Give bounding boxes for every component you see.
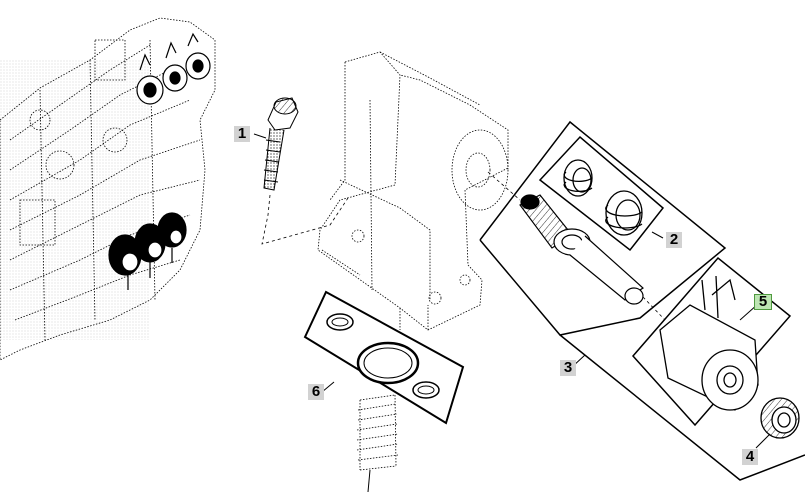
lower-spring [356,394,399,471]
gasket-plate [303,290,465,425]
cartridge-leader-line [487,171,521,201]
screw-leader-line [261,194,349,245]
spring-leader-line [367,469,371,492]
callout-4-label: 4 [745,448,755,465]
upper-solenoid-connectors [136,32,211,105]
cartridge-spool [519,194,644,305]
callout-2[interactable]: 2 [666,232,682,248]
callout-3[interactable]: 3 [560,360,576,376]
lower-solenoid-connectors [108,212,187,290]
cartridge-assembly-bracket [479,120,727,336]
callout-6-label: 6 [311,383,321,400]
callout-2-label: 2 [669,231,679,248]
valve-body-housing [317,51,509,331]
callout-1-label: 1 [237,125,247,142]
callout-3-label: 3 [563,359,573,376]
seal-rings [563,159,643,236]
callout-4[interactable]: 4 [742,449,758,465]
callout-1[interactable]: 1 [234,126,250,142]
coil-leader-line [642,296,666,321]
cap-screw [263,97,299,191]
callout-5-label: 5 [758,293,768,310]
cartridge-assembly-bracket-lower [559,334,805,481]
callout-5[interactable]: 5 [754,294,772,310]
callout-6[interactable]: 6 [308,384,324,400]
valve-block-texture [0,60,150,340]
coil-nut [760,397,800,439]
solenoid-coil [659,275,759,411]
